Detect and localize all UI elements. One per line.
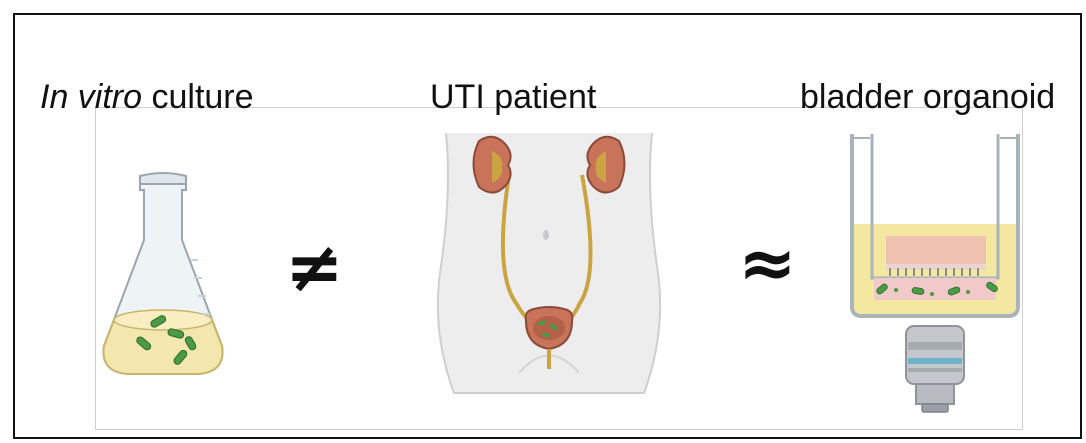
transwell-insert-icon bbox=[846, 128, 1021, 323]
not-equal-symbol: ≠ bbox=[285, 232, 344, 302]
microscope-objective-icon bbox=[902, 322, 968, 416]
label-in-vitro-italic: In vitro bbox=[40, 78, 142, 116]
label-in-vitro-culture: In vitro culture bbox=[40, 80, 254, 114]
approx-symbol: ≈ bbox=[738, 228, 797, 298]
flask-icon bbox=[98, 168, 228, 383]
label-culture-word: culture bbox=[142, 78, 254, 116]
urinary-tract-icon bbox=[424, 123, 674, 403]
label-uti-patient: UTI patient bbox=[430, 80, 596, 114]
label-bladder-organoid: bladder organoid bbox=[800, 80, 1055, 114]
